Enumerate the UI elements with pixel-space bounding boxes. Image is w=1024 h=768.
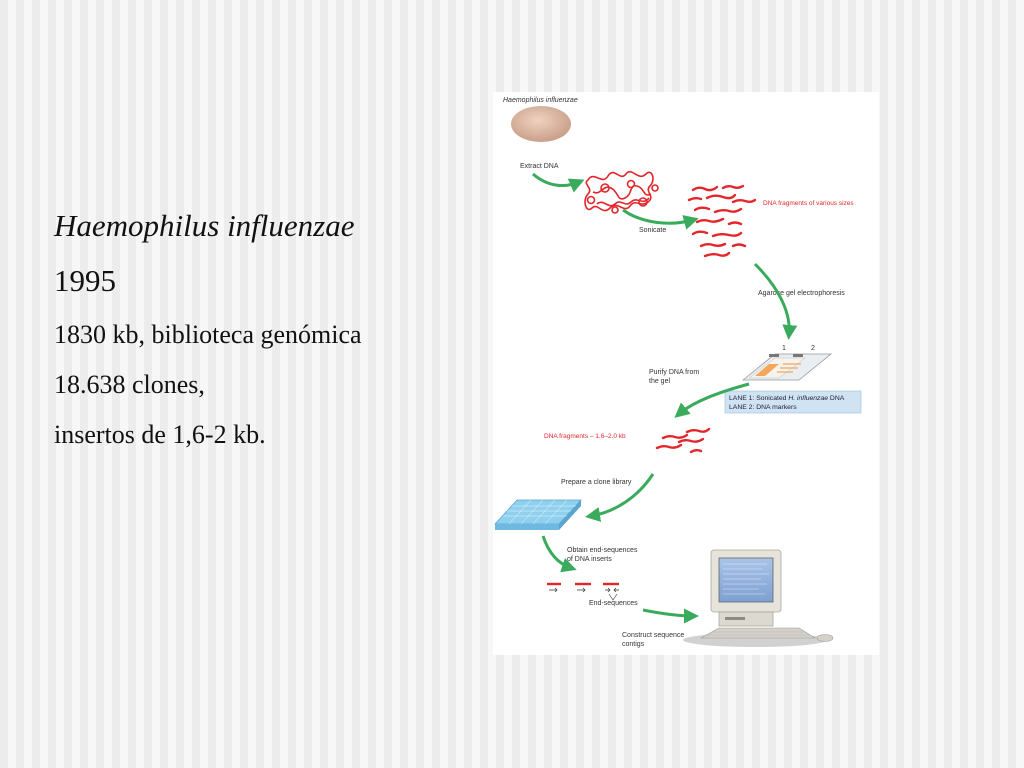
slide-title: Haemophilus influenzae (54, 208, 355, 243)
fragments-size-label: DNA fragments – 1.6–2.0 kb (544, 433, 626, 440)
step-endseq-label-2: of DNA inserts (567, 556, 612, 563)
clone-count-line: 18.638 clones, (54, 370, 205, 399)
legend-lane-1: LANE 1: Sonicated H. influenzae DNA (729, 395, 845, 402)
tangled-dna-icon (584, 170, 659, 214)
end-sequence-fragments-icon (547, 582, 619, 601)
step-contigs-label-1: Construct sequence (622, 632, 684, 639)
legend-lane-2: LANE 2: DNA markers (729, 404, 797, 411)
organism-label: Haemophilus influenzae (503, 97, 578, 104)
agarose-gel-icon (741, 353, 833, 381)
step-endseq-label-1: Obtain end-sequences (567, 547, 638, 554)
bacterial-cell-icon (511, 106, 571, 142)
step-extract-label: Extract DNA (520, 163, 559, 170)
arrow-sonicate (622, 208, 699, 230)
arrow-endseq (541, 535, 577, 573)
legend-lane1-prefix: LANE 1: Sonicated (729, 395, 788, 402)
lane-legend-box (724, 390, 862, 414)
slide-year: 1995 (54, 263, 116, 298)
clone-library-plate-icon (494, 499, 582, 530)
step-library-label: Prepare a clone library (561, 479, 632, 486)
arrow-contigs (642, 608, 699, 624)
lane-number-1: 1 (782, 345, 786, 352)
fragments-various-label: DNA fragments of various sizes (763, 200, 854, 207)
step-contigs-label-2: contigs (622, 641, 645, 648)
step-electrophoresis-label: Agarose gel electrophoresis (758, 290, 845, 297)
step-purify-label-2: the gel (649, 378, 670, 385)
dna-fragments-sized-icon (655, 427, 711, 454)
dna-fragments-various-icon (687, 184, 757, 258)
lane-number-2: 2 (811, 345, 815, 352)
arrow-library (585, 473, 655, 522)
shotgun-sequencing-figure: Haemophilus influenzae Extract DNA Sonic… (493, 92, 879, 655)
arrow-purify (674, 382, 750, 418)
arrow-extract (532, 172, 585, 193)
slide-text: Haemophilus influenzae 1995 1830 kb, bib… (54, 200, 474, 460)
legend-lane1-suffix: DNA (828, 395, 845, 402)
legend-lane1-species: H. influenzae (788, 395, 828, 402)
arrow-electrophoresis (753, 262, 798, 340)
computer-icon (683, 549, 834, 647)
step-sonicate-label: Sonicate (639, 227, 666, 234)
end-sequences-label: End-sequences (589, 600, 638, 607)
figure-svg: Haemophilus influenzae Extract DNA Sonic… (494, 97, 862, 648)
genome-size-line: 1830 kb, biblioteca genómica (54, 320, 362, 349)
insert-size-line: insertos de 1,6-2 kb. (54, 420, 266, 449)
step-purify-label-1: Purify DNA from (649, 369, 699, 376)
